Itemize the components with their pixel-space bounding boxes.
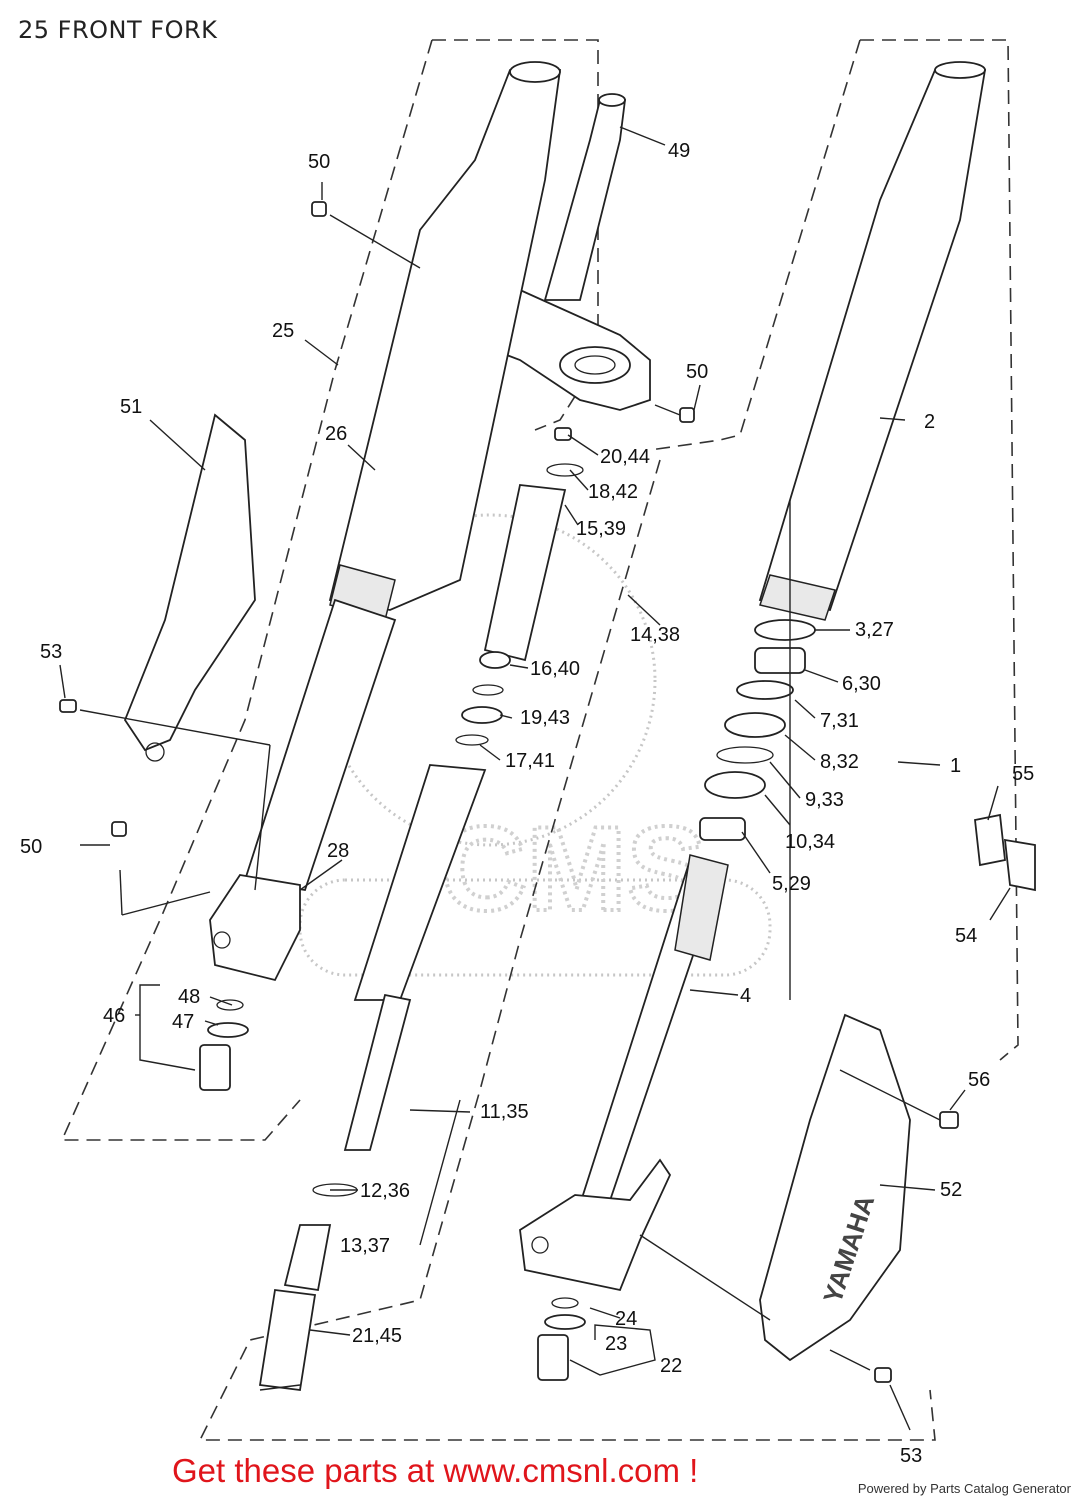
callout-5: 5,29 — [772, 873, 811, 895]
callout-56: 56 — [968, 1069, 990, 1091]
callout-20: 20,44 — [600, 446, 650, 468]
callout-55: 55 — [1012, 763, 1034, 785]
callout-50b: 50 — [686, 361, 708, 383]
callout-22: 22 — [660, 1355, 682, 1377]
callout-11: 11,35 — [480, 1101, 529, 1123]
callout-48: 48 — [178, 986, 200, 1008]
seal-ring-stack — [699, 619, 816, 841]
steering-stem — [543, 93, 627, 301]
right-outer-tube — [758, 61, 987, 621]
left-axle-bracket — [209, 874, 301, 982]
callout-25: 25 — [272, 320, 294, 342]
callout-23: 23 — [605, 1333, 627, 1355]
callout-7: 7,31 — [820, 710, 859, 732]
callout-9: 9,33 — [805, 789, 844, 811]
callout-50c: 50 — [20, 836, 42, 858]
callout-24: 24 — [615, 1308, 637, 1330]
damper-cartridge — [258, 427, 584, 1392]
callout-2: 2 — [924, 411, 935, 433]
callout-52: 52 — [940, 1179, 962, 1201]
callout-21: 21,45 — [352, 1325, 402, 1347]
callout-1: 1 — [950, 755, 961, 777]
callout-4: 4 — [740, 985, 751, 1007]
left-inner-tube — [243, 598, 397, 892]
callout-53a: 53 — [40, 641, 62, 663]
callout-16: 16,40 — [530, 658, 580, 680]
callout-28: 28 — [327, 840, 349, 862]
drain-bolt-right — [537, 1297, 586, 1381]
callout-49: 49 — [668, 140, 690, 162]
callout-50a: 50 — [308, 151, 330, 173]
callout-19: 19,43 — [520, 707, 570, 729]
callout-6: 6,30 — [842, 673, 881, 695]
callout-15: 15,39 — [576, 518, 626, 540]
callout-54: 54 — [955, 925, 977, 947]
callout-53b: 53 — [900, 1445, 922, 1467]
promo-link-text[interactable]: Get these parts at www.cmsnl.com ! — [172, 1452, 699, 1489]
callout-10: 10,34 — [785, 831, 835, 853]
callout-13: 13,37 — [340, 1235, 390, 1257]
callout-17: 17,41 — [505, 750, 555, 772]
right-fork-guard: YAMAHA — [759, 1013, 911, 1362]
callout-51: 51 — [120, 396, 142, 418]
bolts-and-brackets — [59, 201, 1036, 1383]
callout-8: 8,32 — [820, 751, 859, 773]
callout-3: 3,27 — [855, 619, 894, 641]
drain-bolt-left — [199, 999, 249, 1091]
right-inner-tube — [573, 854, 729, 1232]
leader-lines — [59, 126, 1011, 1431]
left-fork-guard — [123, 413, 256, 762]
callout-12: 12,36 — [360, 1180, 410, 1202]
right-fork-dashed-outline — [198, 39, 1019, 1441]
callout-26: 26 — [325, 423, 347, 445]
callout-47: 47 — [172, 1011, 194, 1033]
page-title: 25 FRONT FORK — [18, 16, 218, 44]
right-axle-bracket — [519, 1158, 672, 1292]
watermark-text: CMS — [440, 802, 707, 936]
callout-46: 46 — [103, 1005, 125, 1027]
powered-by-text: Powered by Parts Catalog Generator — [857, 1481, 1071, 1496]
callout-14: 14,38 — [630, 624, 680, 646]
callout-18: 18,42 — [588, 481, 638, 503]
callout-labels: 1 2 3,27 4 5,29 6,30 7,31 8,32 9,33 10,3… — [20, 140, 1034, 1467]
